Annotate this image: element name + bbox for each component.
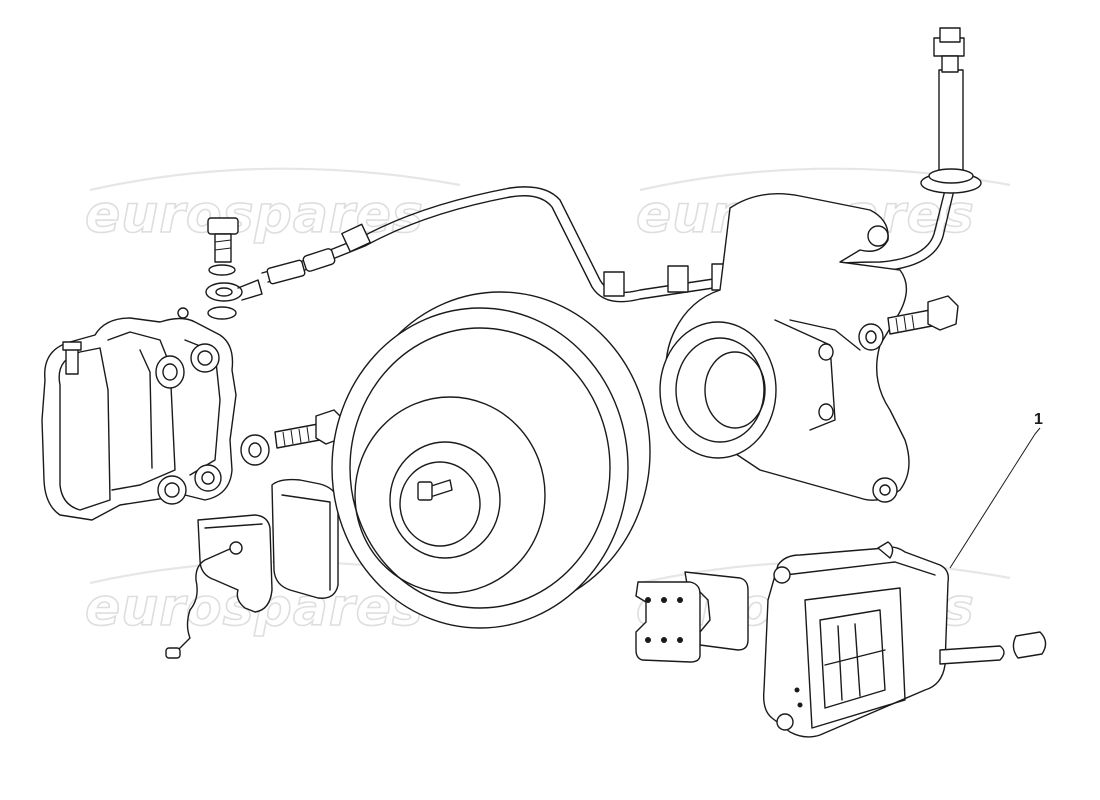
banjo-fitting: [205, 217, 336, 320]
brake-pipe: [261, 27, 982, 303]
left-brake-pads: [165, 478, 339, 659]
upright-bolt: [858, 295, 959, 351]
hub-carrier: [659, 193, 910, 503]
left-caliper: [41, 307, 237, 521]
watermark-top-left: eurospares: [85, 185, 424, 245]
callout-1: 1: [949, 411, 1043, 569]
right-brake-pads: [635, 571, 749, 663]
brake-disc: [331, 291, 651, 629]
right-caliper: [762, 541, 1047, 738]
left-caliper-bolt: [240, 409, 345, 466]
callout-1-label: 1: [1034, 411, 1043, 428]
